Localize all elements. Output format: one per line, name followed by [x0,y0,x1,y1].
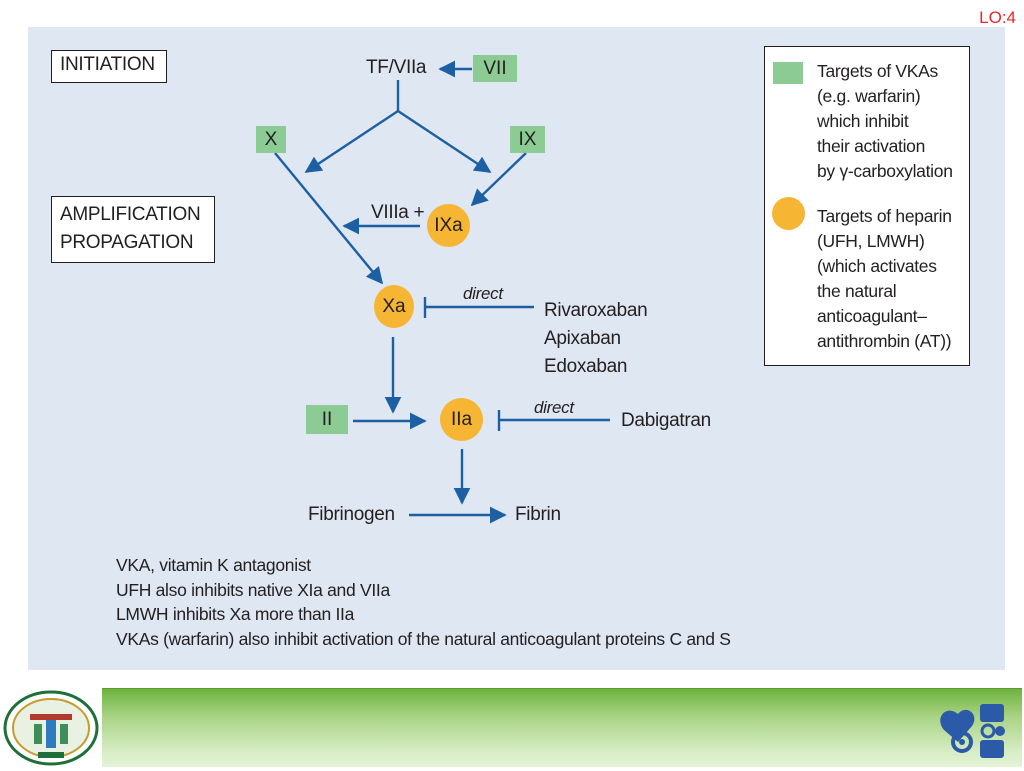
factor-fibrinogen: Fibrinogen [308,504,395,525]
stage-amplification-line2: PROPAGATION [60,232,194,253]
stage-amplification: AMPLIFICATION PROPAGATION [51,196,215,263]
factor-iia: IIa [440,398,483,441]
drug-rivaroxaban: Rivaroxaban [544,300,648,321]
legend-orange-line: antithrombin (AT)) [817,331,952,351]
legend-green-line: (e.g. warfarin) [817,86,921,106]
factor-viiia-plus: VIIIa + [371,202,425,223]
arrow-tfviia-to-ix [397,109,492,174]
legend-orange-line: (UFH, LMWH) [817,231,925,251]
factor-tf-viia: TF/VIIa [366,57,427,78]
footnote-line: VKA, vitamin K antagonist [116,555,311,575]
legend-orange-line: (which activates [817,256,937,276]
arrow-ix-to-ixa [470,152,527,207]
footnote-line: VKAs (warfarin) also inhibit activation … [116,628,731,649]
factor-x: X [256,126,286,153]
legend-box: Targets of VKAs (e.g. warfarin) which in… [764,46,970,366]
direct-label-iia: direct [534,398,574,417]
arrow-x-to-xa [274,152,384,285]
drug-dabigatran: Dabigatran [621,410,711,431]
legend-orange-text: Targets of heparin (UFH, LMWH) (which ac… [817,204,952,354]
factor-vii: VII [473,55,517,82]
drug-apixaban: Apixaban [544,328,621,349]
footer-bar [102,688,1022,767]
factor-ii: II [306,405,348,434]
footnote-line: LMWH inhibits Xa more than IIa [116,604,355,624]
legend-green-line: by γ-carboxylation [817,161,953,181]
stage-initiation: INITIATION [51,50,167,83]
arrow-tfviia-to-x [304,109,399,174]
drug-edoxaban: Edoxaban [544,356,628,377]
footnotes: VKA, vitamin K antagonist UFH also inhib… [116,553,731,651]
university-seal-logo [2,690,100,766]
factor-xa: Xa [374,285,414,328]
factor-ixa: IXa [427,204,470,247]
footnote-line: UFH also inhibits native XIa and VIIa [116,579,390,600]
mod-logo [936,700,1010,762]
legend-green-swatch [773,62,803,84]
lo-tag: LO:4 [979,8,1016,27]
legend-orange-line: Targets of heparin [817,206,952,226]
direct-xa-drug-list: Rivaroxaban Apixaban Edoxaban [544,297,648,381]
legend-orange-line: anticoagulant– [817,306,927,326]
stage-amplification-line1: AMPLIFICATION [60,204,201,225]
legend-orange-swatch [772,197,805,230]
direct-label-xa: direct [463,284,503,303]
factor-fibrin: Fibrin [515,504,561,525]
factor-ix: IX [510,126,545,153]
legend-green-line: Targets of VKAs [817,61,938,81]
legend-green-line: which inhibit [817,111,909,131]
legend-orange-line: the natural [817,281,897,301]
legend-green-text: Targets of VKAs (e.g. warfarin) which in… [817,59,953,184]
legend-green-line: their activation [817,136,926,156]
